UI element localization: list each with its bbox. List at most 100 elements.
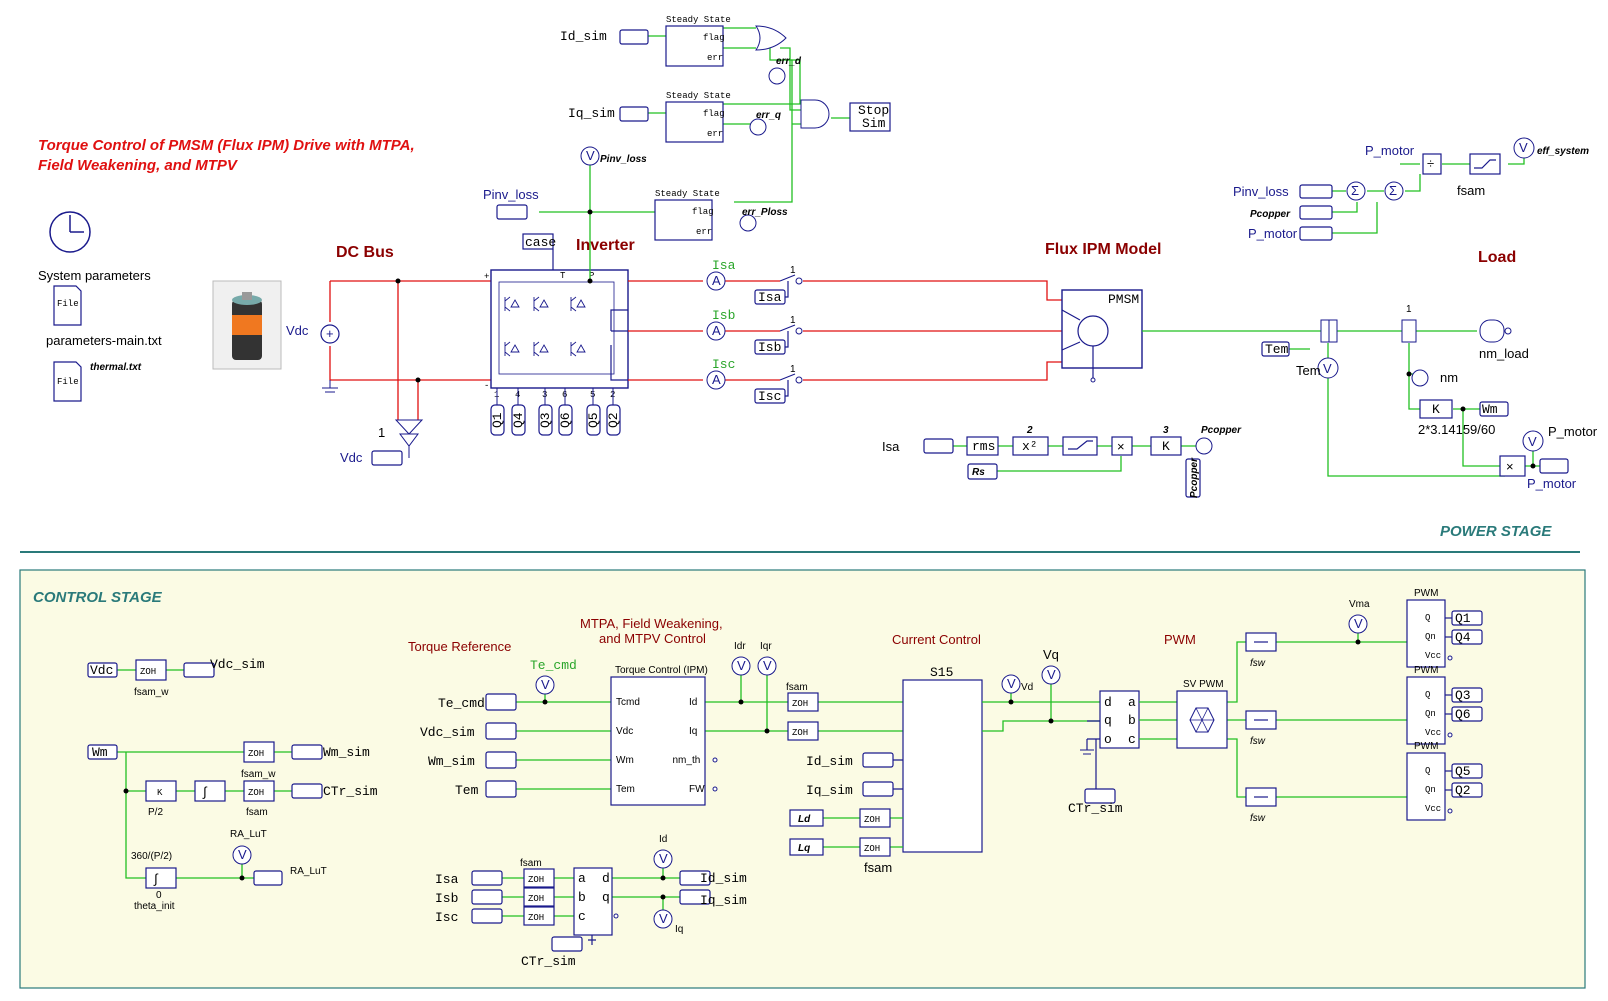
copper-isa-box[interactable]	[923, 438, 954, 454]
iqr-zoh[interactable]	[787, 721, 819, 741]
pinv-loss-input-box[interactable]	[496, 204, 528, 220]
copper-k-gain[interactable]	[1150, 436, 1182, 456]
steady-state-block-2[interactable]	[665, 101, 724, 143]
tem-output-box[interactable]	[1261, 341, 1290, 357]
pwm-block-2[interactable]	[1406, 676, 1446, 745]
vq-probe-icon[interactable]	[1041, 665, 1061, 685]
abc-input-box[interactable]	[471, 908, 503, 924]
divider-block[interactable]	[1422, 153, 1442, 175]
ra-lut-probe-icon[interactable]	[232, 845, 252, 865]
ctr-sim-bottom-box[interactable]	[1084, 788, 1116, 804]
integrator-1[interactable]	[194, 780, 226, 802]
err-ploss-meter[interactable]	[739, 214, 757, 232]
vdc-zoh[interactable]	[135, 659, 167, 681]
idr-zoh[interactable]	[787, 692, 819, 712]
pwm-output-box[interactable]	[1451, 782, 1483, 798]
iq-sim-box[interactable]	[619, 106, 649, 122]
pwm-output-box[interactable]	[1451, 610, 1483, 626]
torque-sensor[interactable]	[1320, 319, 1330, 343]
ra-lut-box[interactable]	[253, 870, 283, 886]
abc-zoh[interactable]	[523, 887, 555, 907]
copper-multiplier[interactable]	[1111, 436, 1133, 456]
nm-probe-icon[interactable]	[1411, 369, 1429, 387]
eff-pinv-loss-box[interactable]	[1299, 184, 1333, 199]
cc-param-box[interactable]	[789, 838, 824, 856]
abc-to-dq-block[interactable]	[573, 867, 613, 936]
current-out-box-isc[interactable]	[754, 388, 786, 404]
id-sim-box[interactable]	[619, 29, 649, 45]
eff-pcopper-box[interactable]	[1299, 205, 1333, 220]
pwm-output-box[interactable]	[1451, 706, 1483, 722]
p2-gain[interactable]	[145, 780, 177, 802]
pcopper-rot-box[interactable]	[1185, 458, 1201, 498]
torque-input-box[interactable]	[485, 693, 517, 711]
load-icon[interactable]	[1479, 319, 1512, 343]
abc-input-box[interactable]	[471, 870, 503, 886]
rs-box[interactable]	[967, 463, 998, 480]
clock-icon[interactable]	[49, 211, 91, 253]
pwm-output-box[interactable]	[1451, 687, 1483, 703]
s15-current-controller[interactable]	[902, 679, 983, 853]
abc-zoh[interactable]	[523, 868, 555, 888]
steady-state-block-3[interactable]	[654, 199, 713, 241]
square-block[interactable]	[1012, 436, 1049, 456]
rms-block[interactable]	[966, 436, 999, 456]
integrator-2[interactable]	[145, 867, 177, 889]
ammeter-isb[interactable]	[706, 321, 726, 341]
vdc-voltage-sensor[interactable]	[394, 419, 424, 458]
err-q-meter[interactable]	[749, 118, 767, 136]
p-motor-output-box[interactable]	[1539, 458, 1569, 474]
steady-state-block-1[interactable]	[665, 25, 724, 67]
vdc-sim-box[interactable]	[183, 662, 215, 678]
torque-input-box[interactable]	[485, 722, 517, 740]
inverter-bridge[interactable]	[490, 269, 629, 389]
iq-probe-icon[interactable]	[653, 909, 673, 929]
k-speed-gain[interactable]	[1419, 399, 1453, 419]
ctr-zoh[interactable]	[243, 780, 275, 802]
speed-sensor[interactable]	[1401, 319, 1417, 343]
pwm-output-box[interactable]	[1451, 629, 1483, 645]
current-out-box-isb[interactable]	[754, 339, 786, 355]
ctr-sim-box[interactable]	[291, 783, 323, 799]
err-d-meter[interactable]	[768, 67, 786, 85]
torque-control-block[interactable]	[610, 676, 706, 806]
abc-zoh[interactable]	[523, 906, 555, 926]
wm-output-box[interactable]	[1479, 401, 1509, 417]
dq-to-abc-block[interactable]	[1099, 690, 1140, 749]
current-out-box-isa[interactable]	[754, 289, 786, 305]
vd-probe-icon[interactable]	[1001, 674, 1021, 694]
ctrl-wm-box[interactable]	[87, 744, 118, 760]
vdc-source[interactable]: +	[320, 324, 340, 344]
and-gate[interactable]	[800, 99, 830, 129]
cc-input-box[interactable]	[862, 752, 894, 768]
thermal-file-icon[interactable]: File	[53, 361, 82, 402]
sum-1-icon[interactable]: Σ	[1346, 181, 1366, 201]
eff-zoh-block[interactable]	[1469, 153, 1501, 175]
tem-probe-icon[interactable]	[1317, 357, 1339, 379]
id-sim-out-box[interactable]	[679, 870, 711, 886]
pwm-output-box[interactable]	[1451, 763, 1483, 779]
torque-input-box[interactable]	[485, 780, 517, 798]
vdc-meter-label-box[interactable]	[371, 450, 403, 466]
case-box[interactable]	[522, 233, 554, 250]
iq-sim-out-box[interactable]	[679, 889, 711, 905]
cc-param-box[interactable]	[789, 809, 824, 827]
torque-input-box[interactable]	[485, 751, 517, 769]
pcopper-meter[interactable]	[1195, 437, 1213, 455]
stop-sim-block[interactable]	[849, 102, 891, 132]
p-motor-probe-icon[interactable]	[1522, 430, 1544, 452]
wm-zoh[interactable]	[243, 741, 275, 763]
pwm-block-1[interactable]	[1406, 599, 1446, 668]
wm-sim-box[interactable]	[291, 744, 323, 760]
cc-input-box[interactable]	[862, 781, 894, 797]
p-motor-multiplier[interactable]	[1499, 455, 1526, 477]
ammeter-isa[interactable]	[706, 271, 726, 291]
abc-input-box[interactable]	[471, 889, 503, 905]
sum-2-icon[interactable]: Σ	[1384, 181, 1404, 201]
parameters-file-icon[interactable]: File	[53, 285, 82, 326]
eff-system-probe-icon[interactable]	[1513, 137, 1535, 159]
te-cmd-probe-icon[interactable]	[535, 675, 555, 695]
pwm-block-3[interactable]	[1406, 752, 1446, 821]
ctr-sim-abc-box[interactable]	[551, 936, 583, 952]
id-probe-icon[interactable]	[653, 849, 673, 869]
